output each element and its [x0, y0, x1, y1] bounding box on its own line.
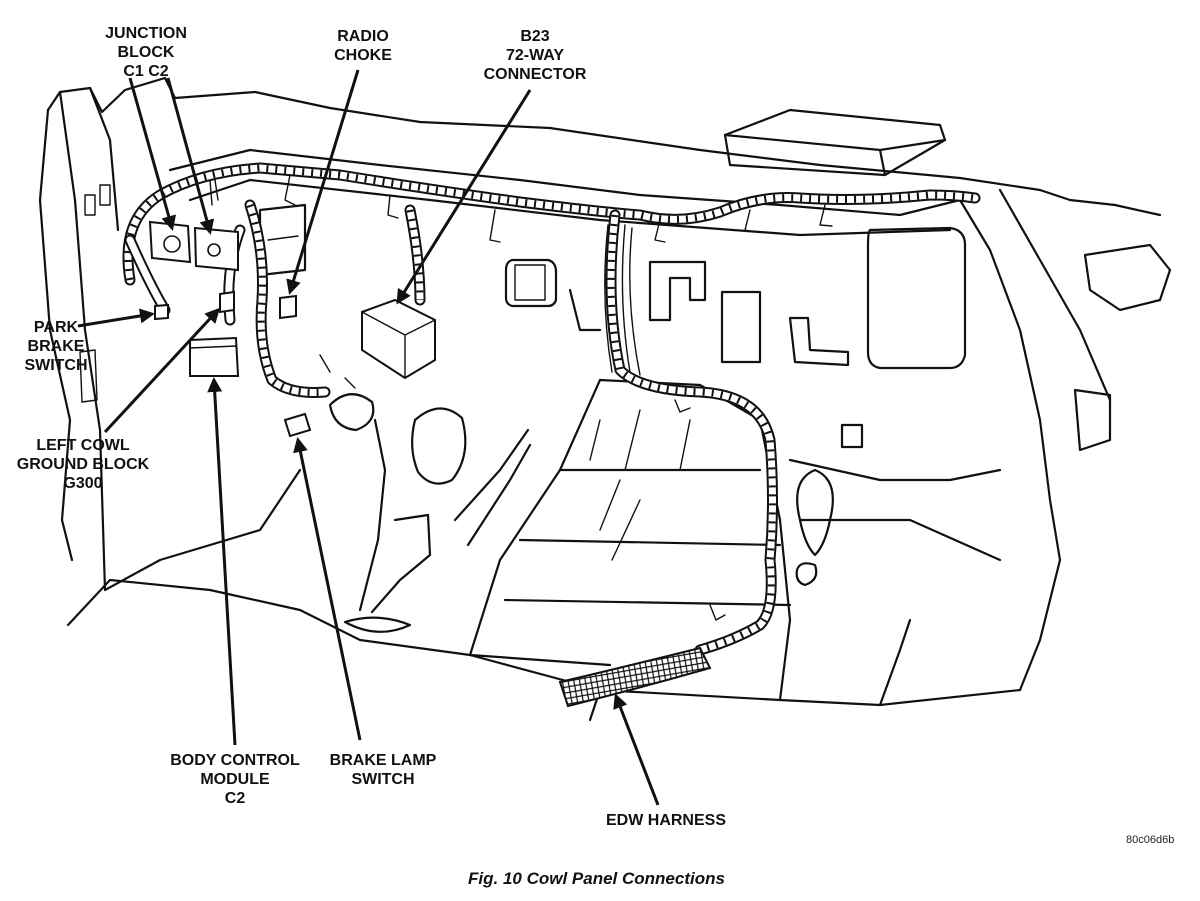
label-radio-choke: RADIO CHOKE — [318, 27, 408, 65]
label-line: C1 C2 — [123, 63, 169, 80]
label-line: 72-WAY — [505, 47, 565, 64]
label-line: B23 — [520, 28, 550, 45]
leader-junction-c2 — [166, 77, 215, 235]
label-line: BLOCK — [117, 44, 175, 61]
label-line: C2 — [224, 790, 246, 807]
label-line: BRAKE LAMP — [329, 752, 437, 769]
label-line: G300 — [63, 475, 103, 492]
leader-radio-choke — [286, 69, 360, 295]
label-line: GROUND BLOCK — [16, 456, 150, 473]
leader-park-brake-switch — [77, 308, 155, 328]
leader-b23-connector — [396, 89, 532, 305]
label-body-control-module: BODY CONTROL MODULE C2 — [155, 751, 315, 808]
label-line: BRAKE — [27, 338, 85, 355]
label-junction-block: JUNCTION BLOCK C1 C2 — [86, 24, 206, 81]
b23-connector — [361, 298, 436, 380]
label-left-cowl-ground-block: LEFT COWL GROUND BLOCK G300 — [8, 436, 158, 493]
label-line: RADIO — [337, 28, 389, 45]
label-line: CONNECTOR — [483, 66, 587, 83]
leader-junction-c1 — [128, 77, 176, 231]
figure-code: 80c06d6b — [1126, 834, 1175, 846]
label-park-brake-switch: PARK BRAKE SWITCH — [18, 318, 94, 375]
brake-lamp-switch — [283, 412, 312, 438]
upper-right-bracket — [723, 108, 947, 177]
leader-body-control-module — [207, 377, 237, 746]
label-line: EDW HARNESS — [605, 812, 726, 829]
park-side-connector — [219, 290, 235, 314]
label-edw-harness: EDW HARNESS — [596, 811, 736, 830]
label-line: BODY CONTROL — [170, 752, 300, 769]
leader-edw-harness — [613, 693, 660, 806]
figure-caption: Fig. 10 Cowl Panel Connections — [468, 869, 725, 888]
park-brake-switch — [154, 303, 169, 321]
label-line: CHOKE — [334, 47, 392, 64]
label-line: SWITCH — [351, 771, 415, 788]
label-line: SWITCH — [24, 357, 88, 374]
label-line: MODULE — [200, 771, 270, 788]
label-line: LEFT COWL — [36, 437, 130, 454]
main-wiring-harness — [122, 162, 981, 656]
label-brake-lamp-switch: BRAKE LAMP SWITCH — [318, 751, 448, 789]
leader-lines — [77, 69, 660, 806]
body-control-module-c2 — [189, 336, 240, 377]
radio-choke — [279, 294, 297, 320]
leader-brake-lamp-switch — [293, 437, 362, 741]
label-line: PARK — [33, 319, 79, 336]
label-b23-connector: B23 72-WAY CONNECTOR — [470, 27, 600, 84]
label-line: JUNCTION — [105, 25, 187, 42]
edw-harness-sleeve — [558, 646, 712, 708]
leader-left-cowl-ground — [103, 307, 221, 434]
junction-block — [148, 220, 239, 272]
